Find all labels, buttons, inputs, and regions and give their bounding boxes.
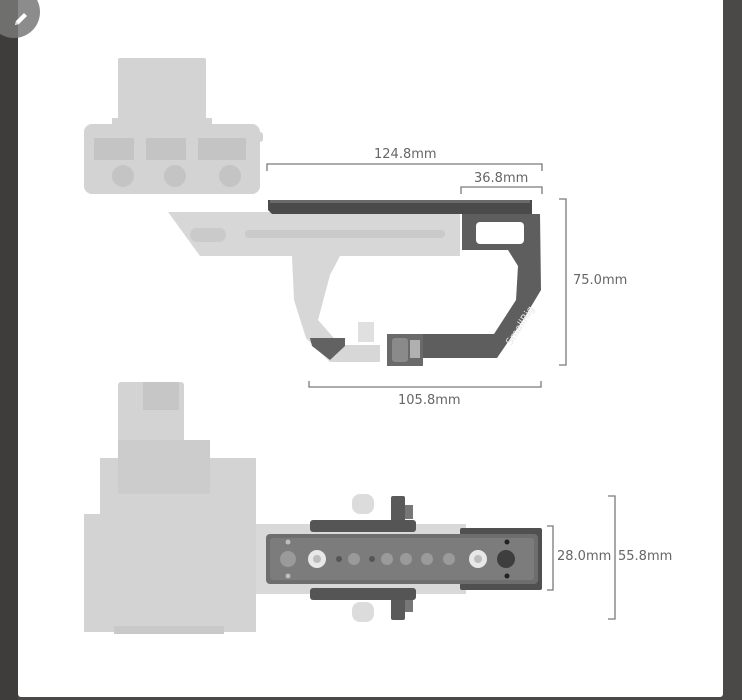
ghost-handle (168, 212, 460, 362)
dimension-rail-length: 36.8mm (474, 171, 529, 186)
top-rail (268, 200, 532, 214)
pencil-icon (15, 13, 27, 25)
side-dimension-lines (266, 163, 567, 388)
product-dimension-diagram: SmallRig (84, 58, 616, 634)
image-panel: SmallRig (18, 0, 723, 697)
dimension-bottom-length: 105.8mm (398, 393, 461, 408)
mounting-plate (266, 534, 538, 584)
background-strip (0, 0, 18, 700)
dimension-height: 75.0mm (573, 273, 628, 288)
ghost-audio-unit (84, 58, 263, 194)
top-view (84, 382, 616, 634)
top-dimension-lines (547, 495, 616, 620)
ghost-camera-body (84, 382, 256, 634)
dimension-overall-length: 124.8mm (374, 147, 437, 162)
side-view: SmallRig (84, 58, 567, 388)
dimension-overall-width: 55.8mm (618, 549, 673, 564)
clamp-knobs (310, 494, 416, 622)
dimension-plate-width: 28.0mm (557, 549, 612, 564)
